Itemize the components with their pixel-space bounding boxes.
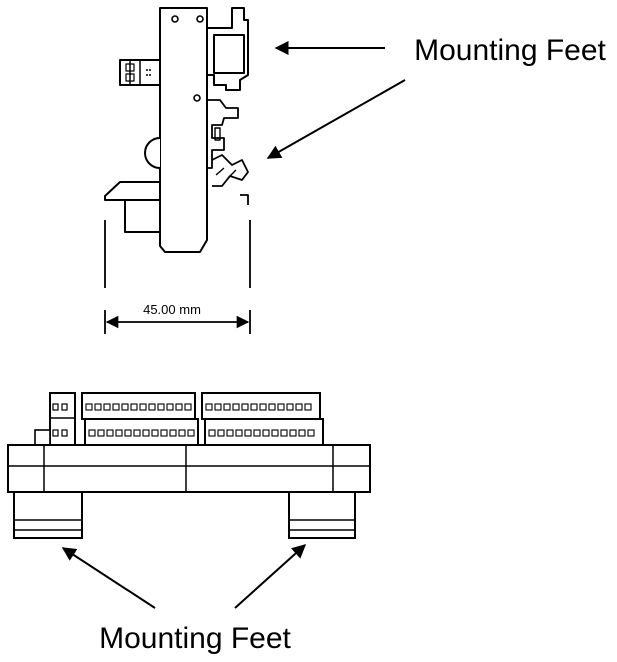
side-view-din-foot bbox=[207, 7, 249, 91]
left-foot-arrow bbox=[61, 547, 156, 609]
terminal-screw-cell bbox=[88, 429, 96, 437]
right-foot-arrow bbox=[234, 544, 307, 609]
terminal-screw-cell bbox=[244, 429, 252, 437]
terminal-screw-cell bbox=[130, 403, 138, 411]
terminal-screw-cell bbox=[187, 429, 195, 437]
terminal-screw-cell bbox=[133, 429, 141, 437]
terminal-screw-cell bbox=[214, 403, 222, 411]
front-view-foot-left bbox=[13, 491, 83, 539]
terminal-screw-cell bbox=[169, 429, 177, 437]
terminal-screw-cell bbox=[157, 403, 165, 411]
side-view-body bbox=[159, 7, 208, 253]
terminal-screw-cell bbox=[85, 403, 93, 411]
terminal-screw-cell bbox=[178, 429, 186, 437]
side-view-module bbox=[104, 7, 249, 253]
front-view-foot-right bbox=[288, 491, 356, 539]
terminal-screw-cell bbox=[235, 429, 243, 437]
bottom-view-callout-arrows bbox=[61, 544, 307, 609]
mounting-feet-label-bottom: Mounting Feet bbox=[99, 622, 291, 655]
side-view-lower-tab bbox=[104, 181, 161, 201]
terminal-screw-cell bbox=[277, 403, 285, 411]
front-view-small-terminal bbox=[49, 392, 76, 446]
terminal-screw-cell bbox=[298, 429, 306, 437]
terminal-screw-cell bbox=[124, 429, 132, 437]
terminal-screw-cell bbox=[226, 429, 234, 437]
terminal-screw-cell bbox=[142, 429, 150, 437]
terminal-screw-cell bbox=[148, 403, 156, 411]
terminal-screw-cell bbox=[184, 403, 192, 411]
terminal-screw-cell bbox=[208, 429, 216, 437]
side-view-callout-arrows bbox=[266, 41, 406, 159]
terminal-screw-cell bbox=[166, 403, 174, 411]
terminal-screw-cell bbox=[271, 429, 279, 437]
terminal-screw-cell bbox=[259, 403, 267, 411]
terminal-screw-cell bbox=[175, 403, 183, 411]
terminal-screw-cell bbox=[232, 403, 240, 411]
lower-foot-arrow bbox=[266, 79, 406, 159]
terminal-screw-cell bbox=[289, 429, 297, 437]
terminal-screw-cell bbox=[280, 429, 288, 437]
terminal-screw-cell bbox=[268, 403, 276, 411]
terminal-screw-cell bbox=[217, 429, 225, 437]
terminal-screw-cell bbox=[115, 429, 123, 437]
front-view-terminal-cells bbox=[85, 403, 315, 437]
width-dimension-label: 45.00 mm bbox=[143, 302, 201, 317]
terminal-screw-cell bbox=[307, 429, 315, 437]
terminal-screw-cell bbox=[121, 403, 129, 411]
terminal-screw-cell bbox=[250, 403, 258, 411]
terminal-screw-cell bbox=[112, 403, 120, 411]
mounting-feet-label-side: Mounting Feet bbox=[414, 34, 606, 67]
front-view-module bbox=[7, 392, 371, 539]
terminal-screw-cell bbox=[160, 429, 168, 437]
side-view-knob bbox=[144, 137, 161, 169]
terminal-screw-cell bbox=[97, 429, 105, 437]
terminal-screw-cell bbox=[106, 429, 114, 437]
terminal-screw-cell bbox=[241, 403, 249, 411]
terminal-screw-cell bbox=[139, 403, 147, 411]
terminal-screw-cell bbox=[103, 403, 111, 411]
terminal-screw-cell bbox=[223, 403, 231, 411]
front-view-base bbox=[7, 444, 371, 493]
terminal-screw-cell bbox=[151, 429, 159, 437]
terminal-screw-cell bbox=[205, 403, 213, 411]
terminal-screw-cell bbox=[304, 403, 312, 411]
terminal-screw-cell bbox=[94, 403, 102, 411]
terminal-screw-cell bbox=[262, 429, 270, 437]
terminal-screw-cell bbox=[295, 403, 303, 411]
terminal-screw-cell bbox=[286, 403, 294, 411]
terminal-screw-cell bbox=[253, 429, 261, 437]
width-dimension bbox=[104, 220, 251, 334]
